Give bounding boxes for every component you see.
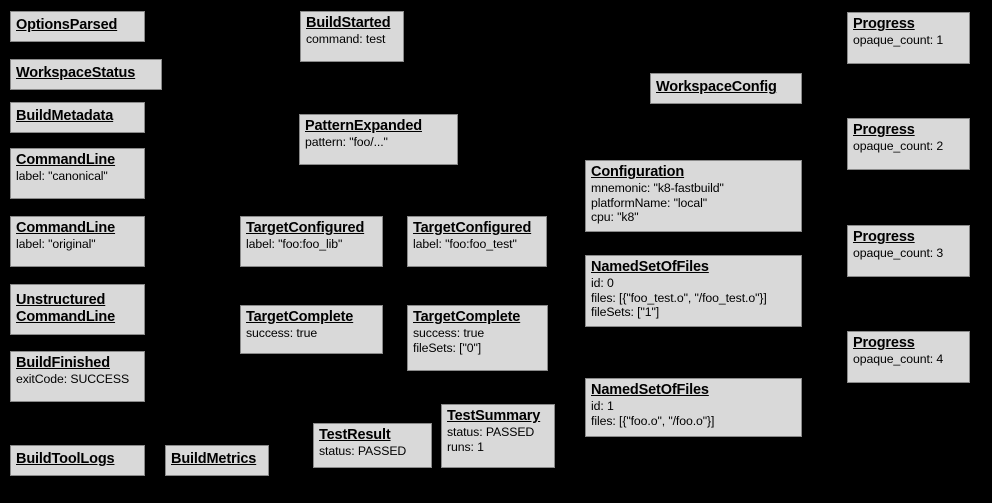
node-title: BuildFinished [16,355,110,371]
node-field: fileSets: ["0"] [413,340,482,355]
node-field: exitCode: SUCCESS [16,372,130,387]
node-workspace-status[interactable]: WorkspaceStatus [10,59,162,90]
node-field: command: test [306,32,386,47]
node-title: Progress [853,122,915,138]
node-field: opaque_count: 3 [853,246,944,261]
node-title: TargetComplete [413,309,521,325]
node-field: status: PASSED [447,425,535,440]
node-field: label: "foo:foo_test" [413,237,517,252]
node-title: Unstructured CommandLine [16,291,116,325]
node-title: TestSummary [447,408,541,424]
node-unstructured-command-line[interactable]: Unstructured CommandLine [10,284,145,335]
node-build-metadata[interactable]: BuildMetadata [10,102,145,133]
node-field: opaque_count: 2 [853,139,944,154]
node-build-metrics[interactable]: BuildMetrics [165,445,269,476]
node-title: Progress [853,16,915,32]
node-field: id: 1 [591,399,614,414]
node-title: TargetComplete [246,309,354,325]
node-field: files: [{"foo_test.o", "/foo_test.o"}] [591,290,767,305]
node-title: BuildMetrics [171,451,257,468]
node-field: opaque_count: 4 [853,352,944,367]
node-title: BuildMetadata [16,108,114,125]
node-title: BuildStarted [306,15,391,31]
node-workspace-config[interactable]: WorkspaceConfig [650,73,802,104]
node-title: WorkspaceStatus [16,65,136,82]
node-field: success: true [246,326,318,341]
node-field: runs: 1 [447,439,484,454]
node-field: mnemonic: "k8-fastbuild" [591,181,724,196]
node-field: pattern: "foo/..." [305,135,388,150]
node-title: Configuration [591,164,685,180]
node-title: TargetConfigured [413,220,532,236]
node-field: label: "canonical" [16,169,108,184]
node-title: Progress [853,335,915,351]
node-field: label: "foo:foo_lib" [246,237,343,252]
node-title: Progress [853,229,915,245]
node-field: platformName: "local" [591,195,707,210]
node-field: fileSets: ["1"] [591,305,660,320]
node-field: files: [{"foo.o", "/foo.o"}] [591,413,715,428]
node-title: CommandLine [16,152,116,168]
node-field: id: 0 [591,276,614,291]
node-title: NamedSetOfFiles [591,259,709,275]
node-title: TargetConfigured [246,220,365,236]
node-build-tool-logs[interactable]: BuildToolLogs [10,445,145,476]
node-title: PatternExpanded [305,118,422,134]
node-options-parsed[interactable]: OptionsParsed [10,11,145,42]
node-title: BuildToolLogs [16,451,115,468]
node-field: opaque_count: 1 [853,33,944,48]
node-title: WorkspaceConfig [656,79,777,96]
node-field: success: true [413,326,485,341]
node-field: label: "original" [16,237,96,252]
node-title: NamedSetOfFiles [591,382,709,398]
node-title: CommandLine [16,220,116,236]
node-field: status: PASSED [319,444,407,459]
node-field: cpu: "k8" [591,210,639,225]
node-title: OptionsParsed [16,17,118,34]
node-title: TestResult [319,427,391,443]
